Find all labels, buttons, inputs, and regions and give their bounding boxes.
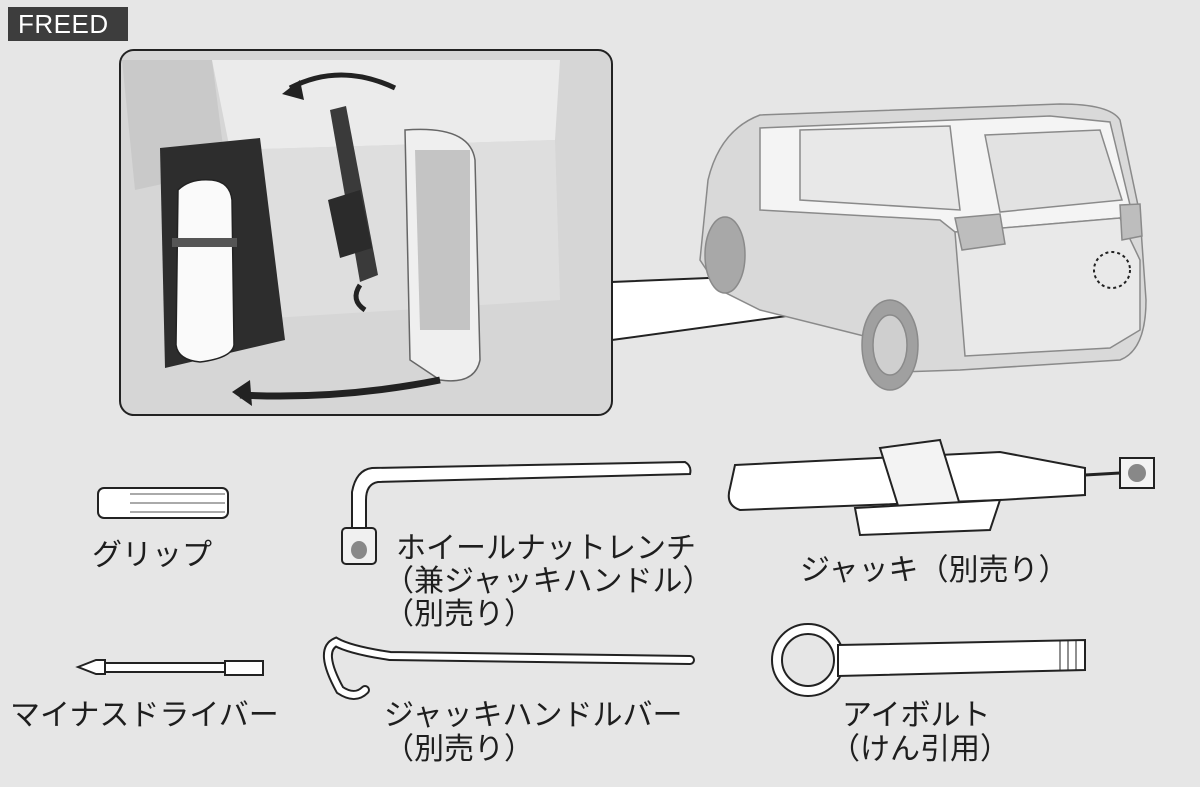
eye-bolt-label-line1: アイボルト (842, 698, 991, 733)
wrench-label-line3: （別売り） (384, 597, 534, 632)
model-badge: FREED (8, 7, 128, 41)
jack-handle-bar-label-line1: ジャッキハンドルバー (384, 698, 683, 733)
grip-label: グリップ (92, 538, 212, 573)
eye-bolt-illustration (771, 623, 1086, 697)
car-illustration (699, 103, 1147, 391)
jack-handle-bar-label-line2: （別売り） (384, 732, 534, 767)
jack-illustration (727, 438, 1155, 537)
jack-label: ジャッキ（別売り） (800, 553, 1069, 588)
screwdriver-illustration (75, 659, 264, 676)
screwdriver-label: マイナスドライバー (10, 698, 279, 733)
eye-bolt-label-line2: （けん引用） (830, 732, 1010, 767)
wrench-label-line2: （兼ジャッキハンドル） (384, 564, 713, 599)
inset-panel (119, 49, 613, 416)
wheel-nut-wrench-illustration (341, 460, 692, 565)
jack-handle-bar-illustration (323, 636, 695, 700)
grip-illustration (97, 487, 229, 519)
wrench-label-line1: ホイールナットレンチ (396, 531, 696, 566)
